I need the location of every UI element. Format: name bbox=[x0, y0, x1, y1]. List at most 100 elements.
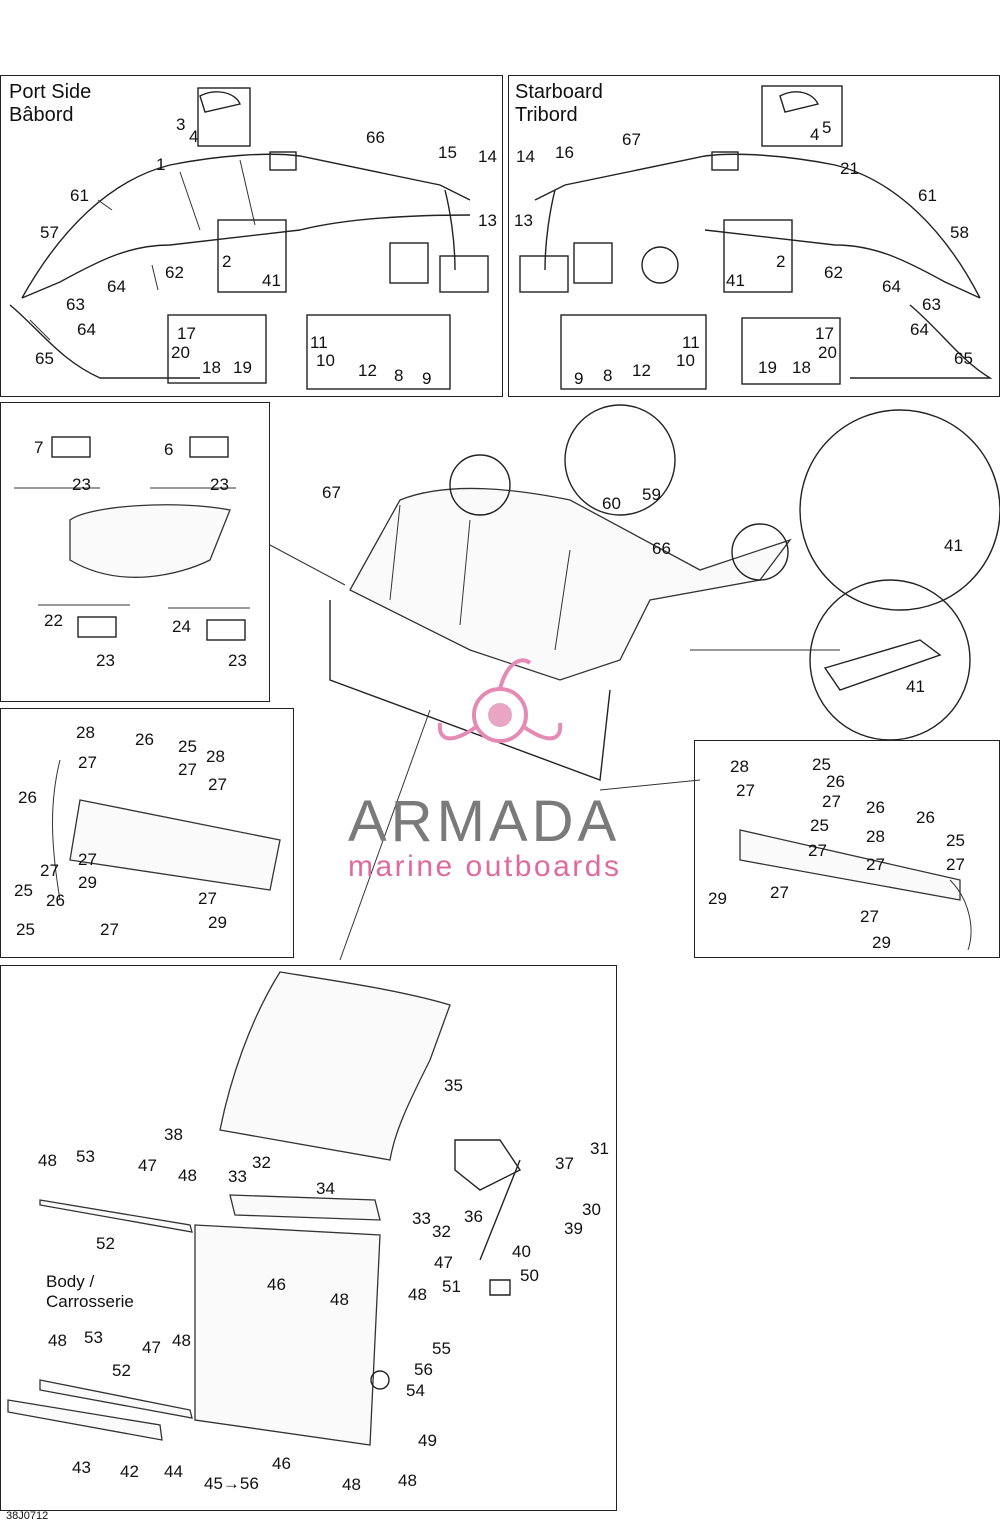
part-label: 4 bbox=[189, 127, 198, 146]
part-label: 42 bbox=[120, 1462, 139, 1481]
part-label: 46 bbox=[272, 1454, 291, 1473]
body-label-en: Body / bbox=[46, 1272, 95, 1291]
part-label: 17 bbox=[177, 324, 196, 343]
part-label: 18 bbox=[202, 358, 221, 377]
part-label: 48 bbox=[342, 1475, 361, 1494]
part-label: 26 bbox=[826, 772, 845, 791]
part-label: 64 bbox=[107, 277, 126, 296]
part-label: 66 bbox=[366, 128, 385, 147]
part-label: 48 bbox=[38, 1151, 57, 1170]
part-label: 20 bbox=[171, 343, 190, 362]
part-label: 25 bbox=[178, 737, 197, 756]
part-label: 27 bbox=[208, 775, 227, 794]
part-label: 26 bbox=[135, 730, 154, 749]
part-label: 25 bbox=[812, 755, 831, 774]
part-label: 29 bbox=[208, 913, 227, 932]
part-label: 50 bbox=[520, 1266, 539, 1285]
bracket-detail-sketches bbox=[52, 759, 972, 951]
part-label: 13 bbox=[514, 211, 533, 230]
part-label: 65 bbox=[35, 349, 54, 368]
part-label: 30 bbox=[582, 1200, 601, 1219]
part-label: 64 bbox=[910, 320, 929, 339]
part-label: 19 bbox=[233, 358, 252, 377]
part-label: 37 bbox=[555, 1154, 574, 1173]
part-label: 57 bbox=[40, 223, 59, 242]
part-label: 19 bbox=[758, 358, 777, 377]
body-label-fr: Carrosserie bbox=[46, 1292, 134, 1311]
part-label: 8 bbox=[603, 366, 612, 385]
part-label: 27 bbox=[78, 753, 97, 772]
part-label: 28 bbox=[730, 757, 749, 776]
part-label: 4 bbox=[810, 125, 819, 144]
part-label: 46 bbox=[267, 1275, 286, 1294]
part-label: 56 bbox=[414, 1360, 433, 1379]
part-label: 29 bbox=[708, 889, 727, 908]
starboard-title: Starboard Tribord bbox=[515, 81, 603, 127]
part-label: 28 bbox=[866, 827, 885, 846]
part-label: 62 bbox=[165, 263, 184, 282]
part-label: 59 bbox=[642, 485, 661, 504]
part-label: 67 bbox=[322, 483, 341, 502]
part-label: 53 bbox=[76, 1147, 95, 1166]
part-label: 48 bbox=[408, 1285, 427, 1304]
part-label: 64 bbox=[77, 320, 96, 339]
part-label: 27 bbox=[178, 760, 197, 779]
part-label: 22 bbox=[44, 611, 63, 630]
part-label: 27 bbox=[198, 889, 217, 908]
part-label: 2 bbox=[222, 252, 231, 271]
part-label: 15 bbox=[438, 143, 457, 162]
port-side-title-fr: Bâbord bbox=[9, 104, 74, 126]
starboard-title-fr: Tribord bbox=[515, 104, 578, 126]
part-label: 27 bbox=[770, 883, 789, 902]
part-label: 63 bbox=[66, 295, 85, 314]
part-label: 51 bbox=[442, 1277, 461, 1296]
part-label: 26 bbox=[916, 808, 935, 827]
part-label: 34 bbox=[316, 1179, 335, 1198]
part-label: 10 bbox=[676, 351, 695, 370]
part-label: 12 bbox=[632, 361, 651, 380]
part-label: 24 bbox=[172, 617, 191, 636]
part-label: 26 bbox=[18, 788, 37, 807]
main-windshield-sketch bbox=[269, 404, 1000, 961]
part-label: 49 bbox=[418, 1431, 437, 1450]
part-label: 33 bbox=[228, 1167, 247, 1186]
part-label: 48 bbox=[398, 1471, 417, 1490]
part-label: 23 bbox=[228, 651, 247, 670]
part-label: 27 bbox=[40, 861, 59, 880]
starboard-windshield-sketch bbox=[519, 85, 993, 390]
part-label: 25 bbox=[16, 920, 35, 939]
part-label: 21 bbox=[840, 159, 859, 178]
part-label: 14 bbox=[516, 147, 535, 166]
part-label: 44 bbox=[164, 1462, 183, 1481]
part-label: 10 bbox=[316, 351, 335, 370]
part-label: 27 bbox=[808, 841, 827, 860]
part-label: 62 bbox=[824, 263, 843, 282]
part-label: 28 bbox=[206, 747, 225, 766]
port-side-title-en: Port Side bbox=[9, 81, 92, 103]
part-label: 48 bbox=[172, 1331, 191, 1350]
part-label: 29 bbox=[872, 933, 891, 952]
part-label: 6 bbox=[164, 440, 173, 459]
part-label: 31 bbox=[590, 1139, 609, 1158]
part-label: 61 bbox=[70, 186, 89, 205]
part-label: 48 bbox=[48, 1331, 67, 1350]
part-label: 58 bbox=[950, 223, 969, 242]
part-label: 64 bbox=[882, 277, 901, 296]
part-label: 38 bbox=[164, 1125, 183, 1144]
watermark-subtitle: marine outboards bbox=[348, 850, 622, 883]
part-label: 41 bbox=[262, 271, 281, 290]
part-label: 27 bbox=[78, 850, 97, 869]
part-label: 65 bbox=[954, 349, 973, 368]
part-label: 2 bbox=[776, 252, 785, 271]
part-label: 43 bbox=[72, 1458, 91, 1477]
part-label: 54 bbox=[406, 1381, 425, 1400]
part-label: 52 bbox=[112, 1361, 131, 1380]
part-label: 36 bbox=[464, 1207, 483, 1226]
part-label: 9 bbox=[574, 369, 583, 388]
part-label: 45→56 bbox=[204, 1474, 259, 1493]
part-label: 25 bbox=[810, 816, 829, 835]
door-assembly-sketch bbox=[7, 971, 522, 1446]
part-label: 26 bbox=[46, 891, 65, 910]
part-label: 17 bbox=[815, 324, 834, 343]
